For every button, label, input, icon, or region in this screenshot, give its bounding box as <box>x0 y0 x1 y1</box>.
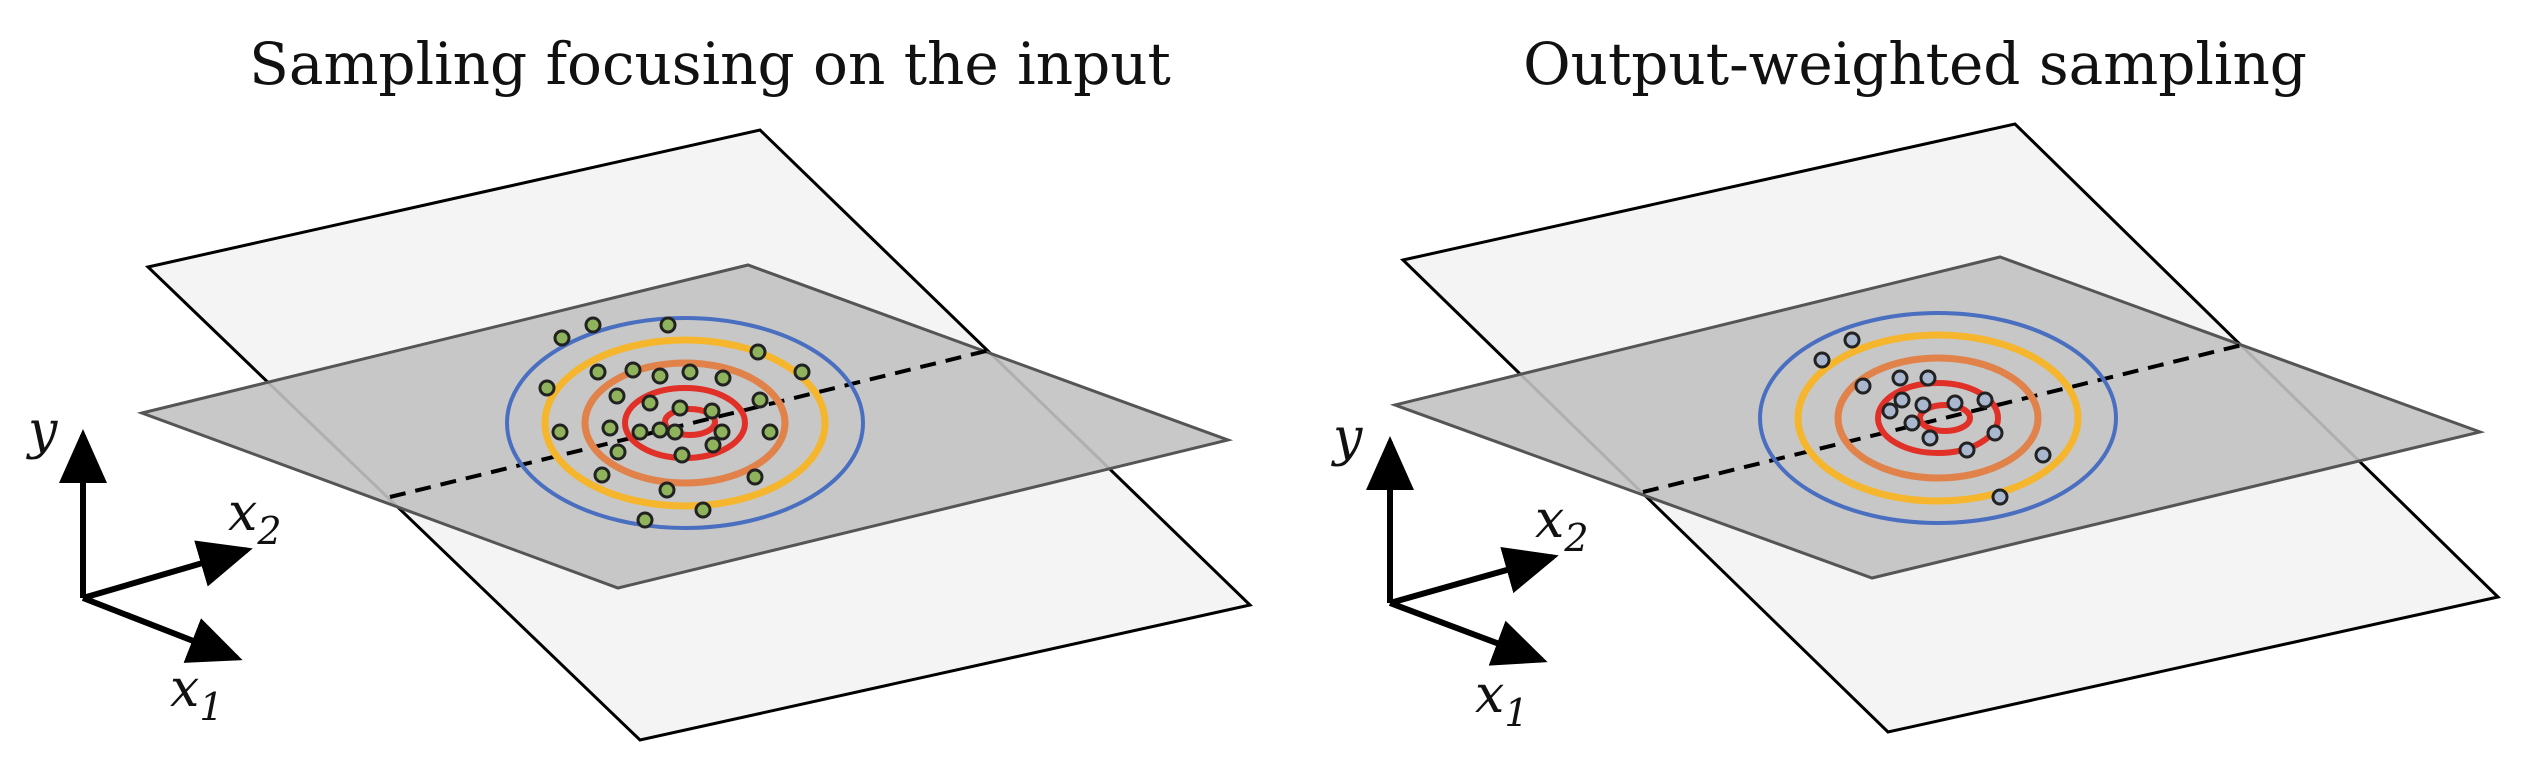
sample-point <box>551 423 569 441</box>
sample-point <box>673 446 691 464</box>
sample-point <box>703 402 721 420</box>
x1-axis-label-right: x1 <box>1475 665 1529 735</box>
x1-axis-label-left: x1 <box>170 659 224 729</box>
contour-third-left <box>581 359 789 487</box>
contour-second-right <box>1794 331 2082 505</box>
x2-axis-label-right: x2 <box>1535 490 1589 560</box>
contour-second-left <box>541 336 829 510</box>
sample-point <box>641 394 659 412</box>
y-axis-label-right: y <box>1331 408 1363 468</box>
sample-point <box>1903 414 1921 432</box>
sample-point <box>1919 369 1937 387</box>
sample-point <box>1881 402 1899 420</box>
x1-axis-right <box>1388 600 1548 666</box>
sample-point <box>658 481 676 499</box>
sample-point <box>749 343 767 361</box>
sample-point <box>1813 351 1831 369</box>
panel-title-right: Output-weighted sampling <box>1523 30 2307 98</box>
sample-point <box>1976 391 1994 409</box>
sample-point <box>1893 391 1911 409</box>
sample-point <box>608 387 626 405</box>
left-panel: y x2 x1 <box>26 128 1254 742</box>
sample-point <box>793 363 811 381</box>
sample-point <box>1991 488 2009 506</box>
sample-point <box>631 423 649 441</box>
sample-point <box>681 363 699 381</box>
sample-point <box>746 468 764 486</box>
lower-plane-right <box>1389 255 2486 580</box>
sample-point <box>1946 394 1964 412</box>
sample-point <box>593 466 611 484</box>
sample-point <box>553 329 571 347</box>
sample-point <box>651 421 669 439</box>
sample-point <box>666 423 684 441</box>
sample-points-right <box>1813 331 2052 506</box>
contour-inner-left <box>662 406 718 438</box>
sample-point <box>538 379 556 397</box>
x2-axis-label-left: x2 <box>228 483 282 553</box>
sample-point <box>761 423 779 441</box>
contours-left <box>505 316 865 530</box>
sample-point <box>601 419 619 437</box>
axes-right: y x2 x1 <box>1331 408 1589 735</box>
sample-point <box>1921 429 1939 447</box>
sample-point <box>751 391 769 409</box>
axes-left: y x2 x1 <box>26 401 282 729</box>
sample-point <box>713 423 731 441</box>
sample-point <box>1854 377 1872 395</box>
x2-axis-right <box>1389 546 1559 606</box>
panel-title-left: Sampling focusing on the input <box>249 30 1171 98</box>
sample-point <box>714 369 732 387</box>
sample-point <box>636 511 654 529</box>
sample-point <box>651 367 669 385</box>
sample-point <box>671 399 689 417</box>
contours-right <box>1758 311 2118 525</box>
sample-point <box>1843 331 1861 349</box>
sample-point <box>1891 369 1909 387</box>
sample-point <box>1914 396 1932 414</box>
sample-point <box>589 363 607 381</box>
sample-point <box>694 501 712 519</box>
sample-point <box>2034 446 2052 464</box>
sample-point <box>624 361 642 379</box>
y-axis-label-left: y <box>26 401 58 461</box>
sample-point <box>584 316 602 334</box>
lower-plane-left <box>136 263 1234 590</box>
right-panel: y x2 x1 <box>1331 122 2502 735</box>
sample-point <box>704 436 722 454</box>
contour-outer-left <box>505 316 865 530</box>
x2-axis-left <box>82 540 253 601</box>
contour-outer-right <box>1758 311 2118 525</box>
contour-fourth-right <box>1875 380 2001 456</box>
sample-point <box>659 316 677 334</box>
contour-inner-right <box>1917 402 1973 434</box>
sample-point <box>1986 424 2004 442</box>
sample-point <box>1958 441 1976 459</box>
x1-axis-left <box>81 595 243 663</box>
sample-point <box>609 443 627 461</box>
sample-points-left <box>538 316 811 529</box>
contour-third-right <box>1834 354 2042 482</box>
